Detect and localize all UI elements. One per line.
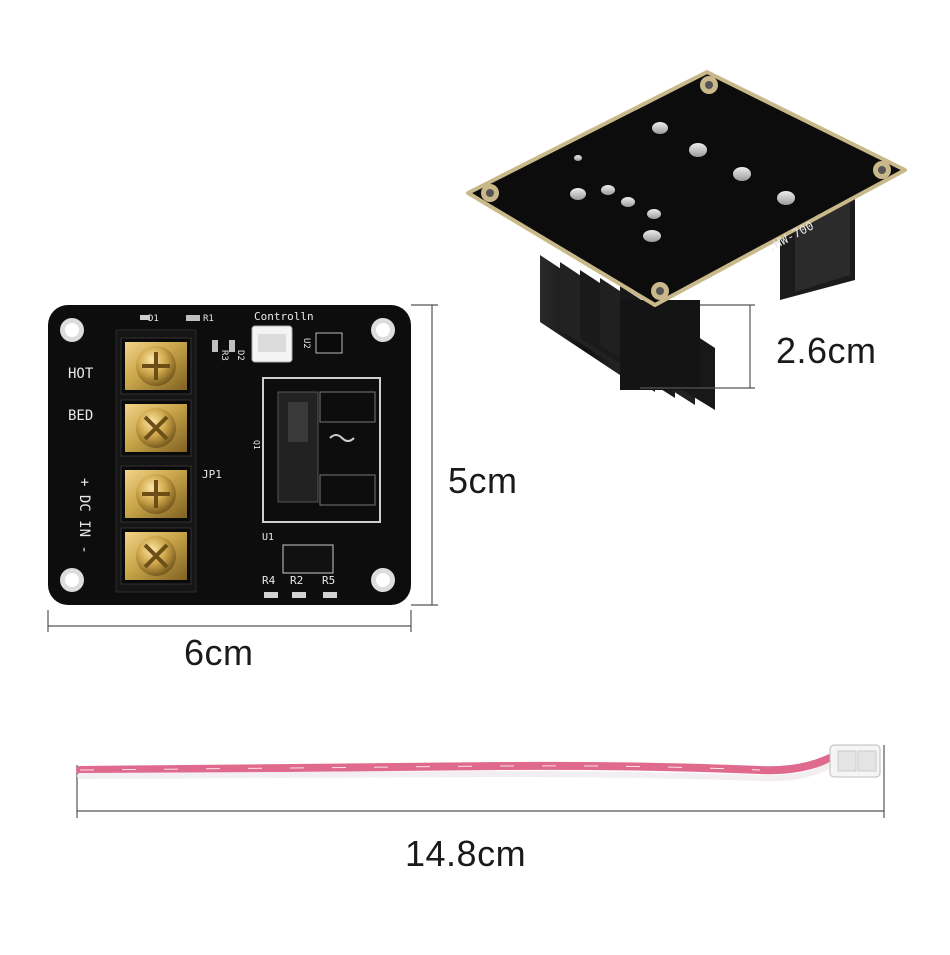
mosfet-footprint (262, 377, 381, 523)
label-d2: D2 (235, 350, 245, 361)
jst-plug (829, 744, 881, 778)
connector-cable (76, 744, 881, 782)
label-dc-in: + DC IN - (76, 478, 92, 554)
solder-joints (570, 122, 795, 242)
cable-length-dimension: 14.8cm (405, 833, 527, 874)
label-r4: R4 (262, 574, 276, 587)
back-board: .HW-700 (466, 70, 907, 410)
label-hot: HOT (68, 366, 94, 382)
heatsink (540, 190, 855, 410)
label-d1: D1 (148, 314, 159, 324)
label-r3: R3 (219, 350, 229, 361)
label-control-header: Controlln (254, 310, 314, 323)
label-r1: R1 (203, 314, 214, 324)
dimension-lines (47, 304, 885, 818)
label-jp1: JP1 (202, 468, 222, 481)
label-r5: R5 (322, 574, 335, 587)
terminal-block (115, 329, 197, 593)
label-bed: BED (68, 408, 93, 424)
height-dimension: 5cm (448, 460, 518, 501)
depth-dimension: 2.6cm (776, 330, 877, 371)
label-u1: U1 (262, 532, 274, 543)
control-connector (251, 325, 293, 363)
label-r2: R2 (290, 574, 303, 587)
label-q1: Q1 (252, 440, 261, 450)
front-board: HOT BED + DC IN - D1 R1 Controlln JP1 U1… (48, 305, 411, 605)
smd-components (140, 315, 337, 598)
width-dimension: 6cm (184, 632, 254, 673)
label-u2: U2 (301, 338, 311, 349)
mounting-holes (60, 318, 395, 592)
